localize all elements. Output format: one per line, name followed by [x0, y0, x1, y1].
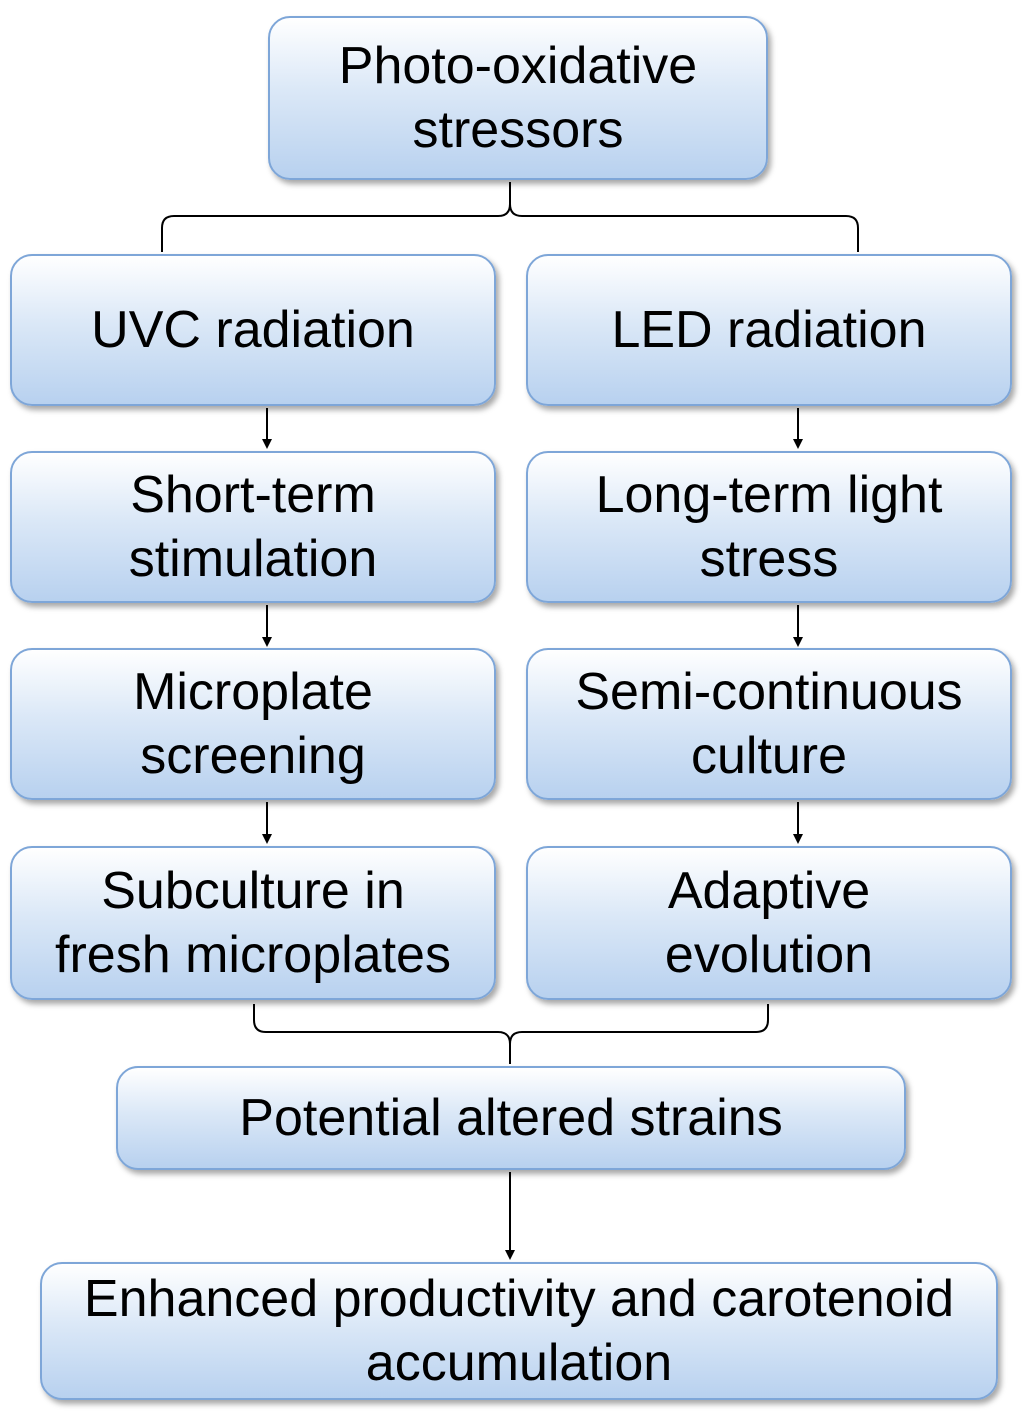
node-microplate-screening: Microplate screening: [10, 648, 496, 800]
node-photo-oxidative-stressors: Photo-oxidative stressors: [268, 16, 768, 180]
node-led-radiation: LED radiation: [526, 254, 1012, 406]
node-short-term-stimulation: Short-term stimulation: [10, 451, 496, 603]
node-subculture-fresh-microplates: Subculture in fresh microplates: [10, 846, 496, 1000]
node-enhanced-productivity: Enhanced productivity and carotenoid acc…: [40, 1262, 998, 1400]
node-adaptive-evolution: Adaptive evolution: [526, 846, 1012, 1000]
split-brace: [161, 182, 859, 252]
merge-brace: [253, 1004, 769, 1064]
node-semi-continuous-culture: Semi-continuous culture: [526, 648, 1012, 800]
node-long-term-light-stress: Long-term light stress: [526, 451, 1012, 603]
node-uvc-radiation: UVC radiation: [10, 254, 496, 406]
node-potential-altered-strains: Potential altered strains: [116, 1066, 906, 1170]
